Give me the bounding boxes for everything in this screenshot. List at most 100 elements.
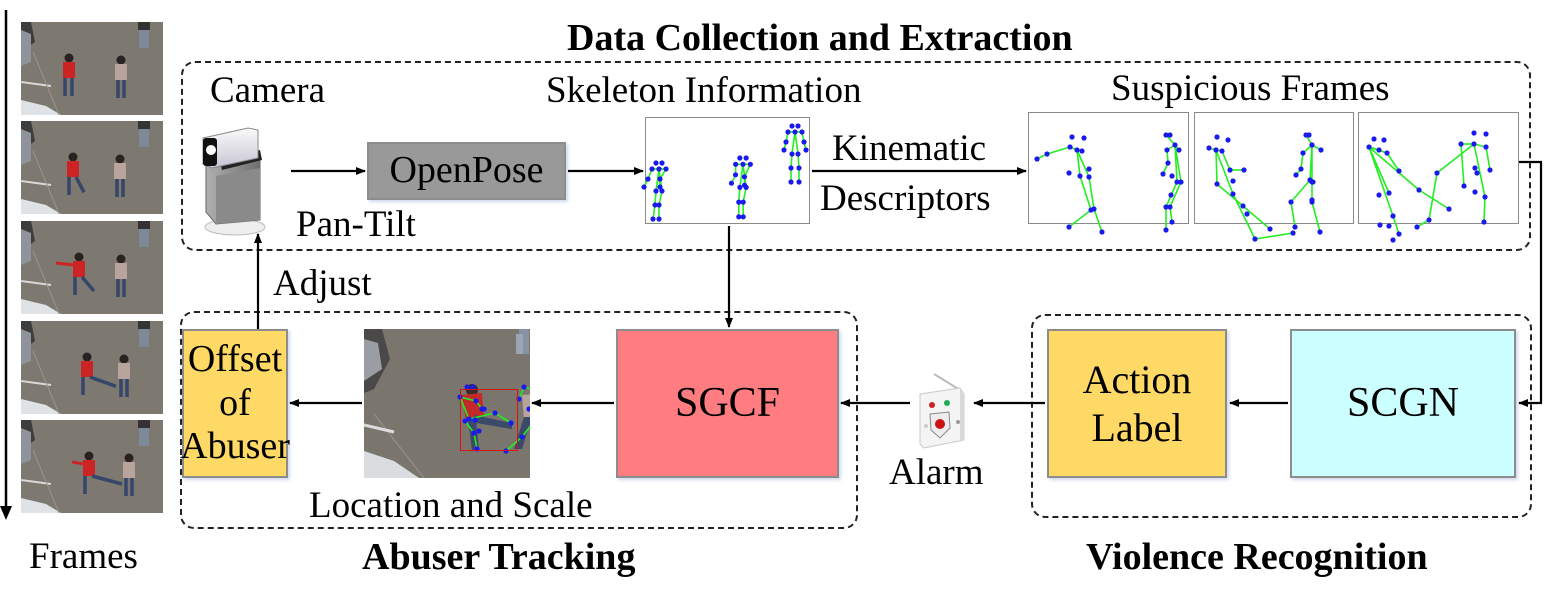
skeleton-joint: [1396, 168, 1402, 174]
skeleton-bone: [1169, 181, 1182, 208]
skeleton-bone: [1254, 232, 1294, 240]
suspicious-frame-2: [1194, 112, 1354, 242]
skeleton-joint: [462, 418, 468, 424]
skeleton-joint: [737, 184, 743, 190]
skeleton-joint: [728, 180, 735, 186]
skeleton-joint: [1414, 224, 1420, 230]
skeleton-joint: [789, 123, 795, 129]
skeleton-joint: [1099, 229, 1105, 235]
skeleton-joint: [1214, 134, 1220, 140]
skeleton-bone: [1174, 144, 1182, 183]
skeleton-joint: [733, 161, 739, 167]
skeleton-joint: [1483, 144, 1489, 150]
section-title-data-collection: Data Collection and Extraction: [567, 17, 1073, 59]
skeleton-joint: [1481, 219, 1487, 225]
skeleton-joint: [1390, 213, 1396, 219]
skeleton-bone: [1300, 152, 1304, 170]
skeleton-joint: [1416, 187, 1422, 193]
skeleton-joint: [1086, 174, 1092, 180]
skeleton-bone: [1290, 201, 1296, 228]
skeleton-joint: [1227, 167, 1233, 173]
openpose-box[interactable]: OpenPose: [367, 142, 566, 200]
skeleton-joint: [1300, 150, 1306, 156]
time-arrow: [0, 10, 12, 520]
skeleton-joint: [785, 129, 791, 135]
skeleton-joint: [1240, 203, 1246, 209]
skeleton-bone: [1076, 149, 1081, 177]
skeleton-bone: [1215, 149, 1218, 185]
skeleton-bone: [1428, 172, 1438, 221]
skeleton-bone: [1079, 175, 1092, 211]
skeleton-bone: [1076, 149, 1090, 178]
skeleton-joint: [657, 184, 663, 190]
skeleton-bone: [1221, 150, 1231, 171]
scgn-box[interactable]: SCGN: [1290, 329, 1516, 478]
skeleton-bone: [1215, 149, 1234, 195]
offset-of-abuser-box[interactable]: Offset of Abuser: [180, 329, 290, 478]
skeleton-joint: [1290, 230, 1296, 236]
action-label-line1: Action: [1082, 356, 1192, 402]
skeleton-joint: [471, 430, 477, 436]
action-label-line2: Label: [1091, 404, 1183, 450]
sgcf-box[interactable]: SGCF: [616, 329, 839, 478]
skeleton-joint: [1165, 160, 1171, 166]
skeleton-joint: [1081, 135, 1087, 141]
skeleton-figure: [1366, 130, 1493, 243]
tracking-skeleton-overlay: [457, 384, 530, 454]
skeleton-joint: [1317, 229, 1323, 235]
action-label-box[interactable]: Action Label: [1047, 329, 1227, 478]
skeleton-joint: [659, 188, 665, 194]
skeleton-bone: [1386, 152, 1400, 172]
skeleton-bone: [468, 412, 496, 420]
skeleton-joint: [1458, 141, 1464, 147]
skeleton-joint: [1169, 173, 1175, 179]
skeleton-joint: [792, 129, 798, 135]
skeleton-joint: [1267, 226, 1273, 232]
descriptors-label: Descriptors: [820, 178, 991, 219]
pan-tilt-label: Pan-Tilt: [296, 204, 416, 245]
pan-tilt-camera-icon: [202, 127, 266, 236]
skeleton-joint: [1306, 132, 1312, 138]
skeleton-joint: [1214, 181, 1220, 187]
alarm-icon: [919, 373, 965, 449]
skeleton-joint: [1384, 150, 1390, 156]
skeleton-figure: [1206, 132, 1324, 242]
skeleton-bone: [1046, 146, 1071, 155]
skeleton-joint: [526, 406, 530, 412]
skeleton-joint: [1288, 199, 1294, 205]
skeleton-bone: [1392, 215, 1400, 235]
video-frame-2: [21, 121, 163, 214]
skeleton-joint: [1474, 170, 1480, 176]
skeleton-joint: [1213, 147, 1219, 153]
skeleton-joint: [1172, 142, 1178, 148]
skeleton-joint: [801, 139, 807, 145]
tracking-scene: [364, 329, 530, 478]
skeleton-bone: [1483, 196, 1486, 223]
offset-label-line1: Offset: [187, 337, 283, 380]
skeleton-bone: [459, 396, 477, 402]
skeleton-joint: [1386, 190, 1392, 196]
skeleton-joint: [1471, 130, 1477, 136]
skeleton-joint: [1309, 179, 1315, 185]
location-scale-label: Location and Scale: [309, 485, 593, 526]
skeleton-joint: [1244, 211, 1250, 217]
skeleton-joint: [783, 139, 789, 145]
skeleton-info-panel: [641, 117, 810, 224]
skeleton-joint: [1164, 147, 1170, 153]
skeleton-joint: [1446, 206, 1452, 212]
skeleton-joint: [1241, 167, 1247, 173]
skeleton-bone: [1088, 176, 1095, 210]
skeleton-joint: [1206, 145, 1212, 151]
skeleton-joint: [1044, 151, 1050, 157]
skeleton-joint: [1487, 167, 1493, 173]
skeleton-bone: [1093, 208, 1103, 233]
video-frame-4: [21, 321, 163, 414]
skeleton-bone: [791, 131, 796, 155]
skeleton-joint: [503, 448, 509, 454]
skeleton-bone: [1460, 143, 1465, 187]
suspicious-frames-label: Suspicious Frames: [1111, 68, 1390, 109]
skeleton-joint: [795, 151, 801, 157]
skeleton-joint: [1472, 189, 1478, 195]
skeleton-bone: [1473, 143, 1486, 198]
skeleton-joint: [645, 176, 651, 182]
